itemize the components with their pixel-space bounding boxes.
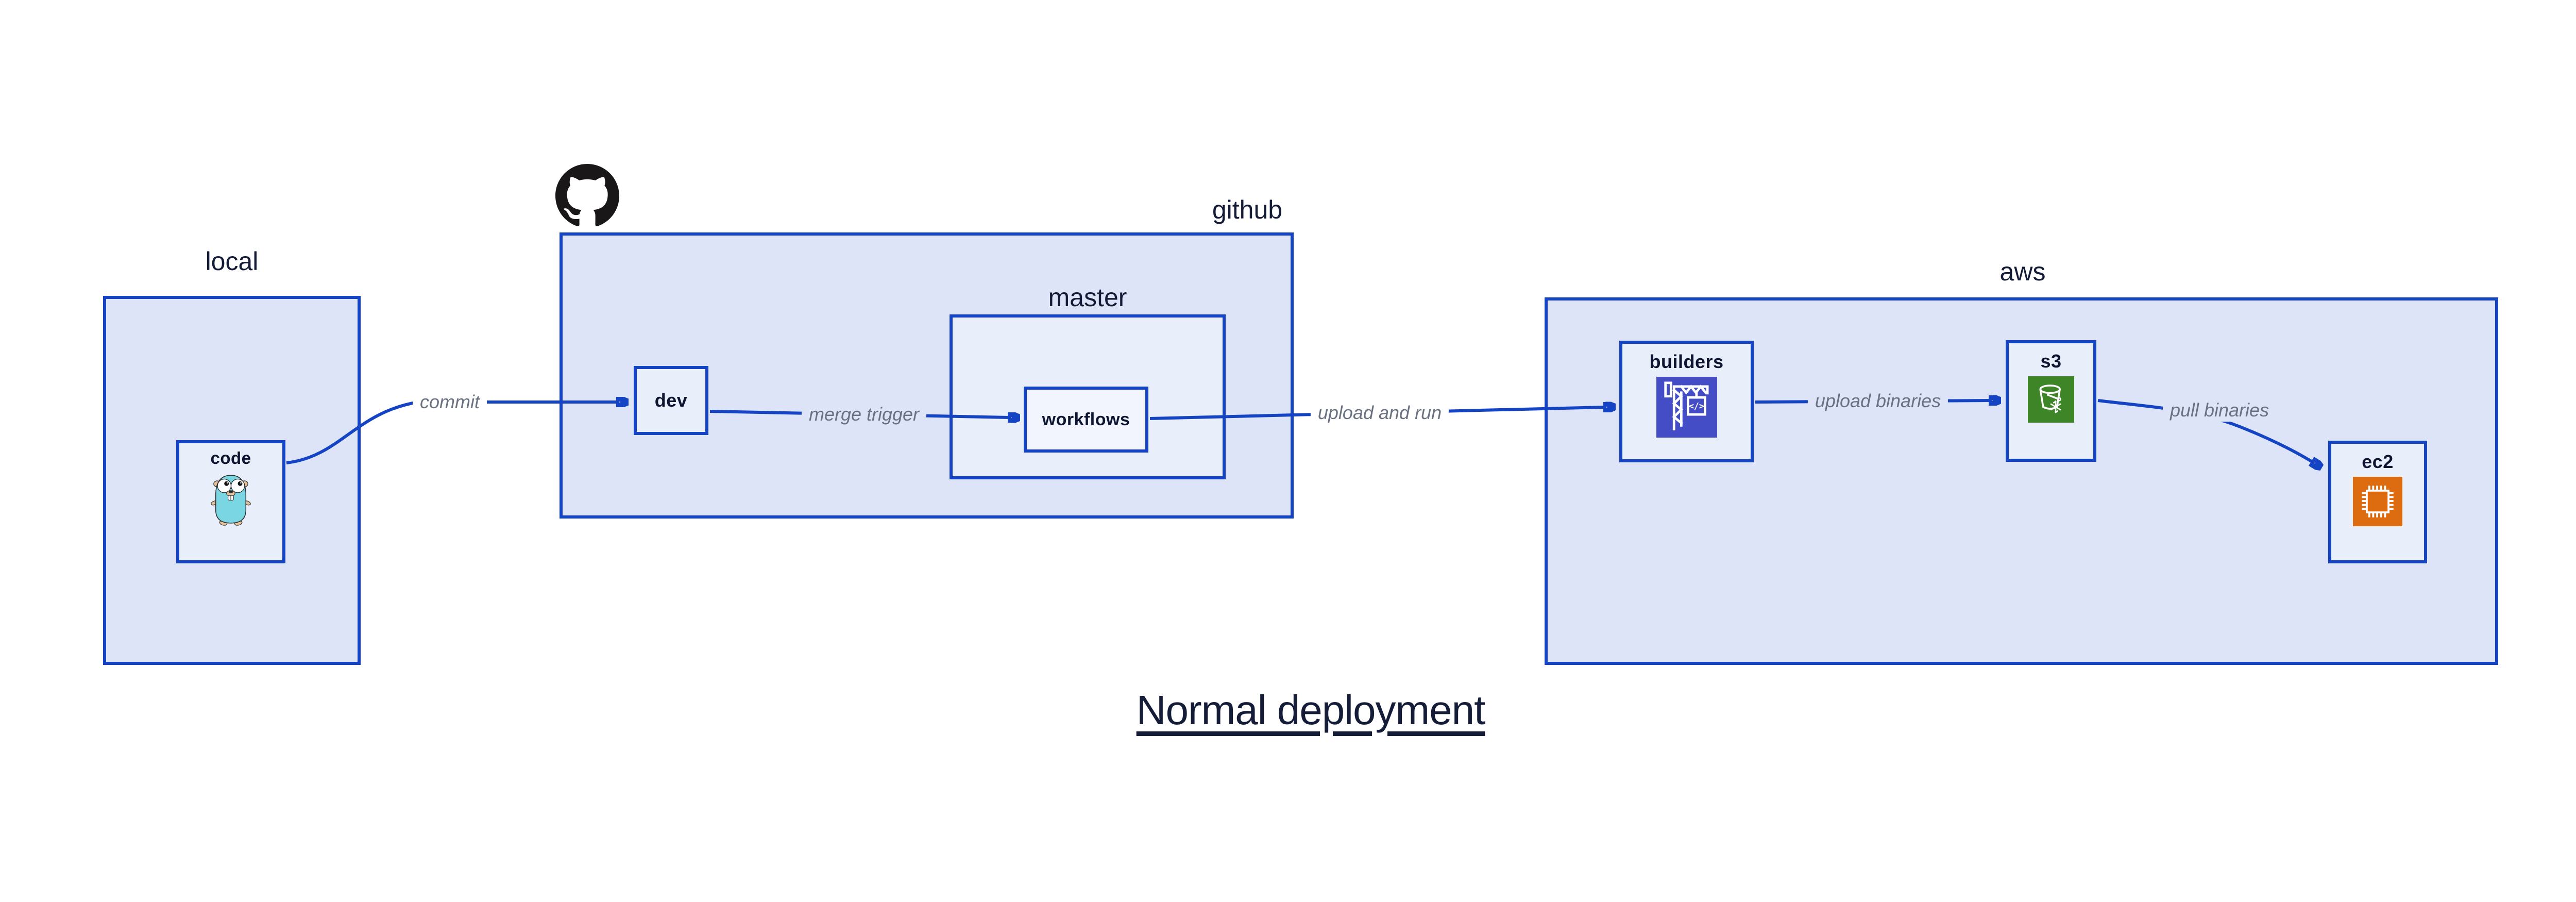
codebuild-icon: </> — [1656, 377, 1717, 440]
diagram-title: Normal deployment — [1130, 687, 1491, 734]
builders-node-label: builders — [1649, 351, 1724, 372]
edge-label-upload-binaries: upload binaries — [1807, 390, 1948, 412]
edge-label-commit: commit — [413, 391, 487, 413]
ec2-icon — [2353, 477, 2402, 529]
edge-label-merge-trigger: merge trigger — [801, 403, 927, 426]
builders-node: builders </> — [1619, 341, 1754, 462]
dev-node-label: dev — [654, 390, 688, 411]
diagram-title-text: Normal deployment — [1136, 687, 1486, 733]
svg-text:</>: </> — [1688, 402, 1704, 411]
local-group-label: local — [205, 247, 259, 276]
s3-node-label: s3 — [2040, 350, 2062, 372]
edge-label-pull-binaries: pull binaries — [2162, 399, 2277, 422]
aws-group-label: aws — [1999, 257, 2046, 286]
workflows-node: workflows — [1024, 387, 1148, 453]
master-group-label: master — [1048, 283, 1127, 312]
ec2-node-label: ec2 — [2362, 451, 2394, 472]
github-group-label: github — [1212, 195, 1283, 224]
workflows-node-label: workflows — [1042, 409, 1130, 429]
s3-node: s3 — [2006, 340, 2096, 462]
code-node: code — [176, 440, 285, 563]
s3-icon — [2028, 376, 2074, 425]
ec2-node: ec2 — [2328, 441, 2427, 563]
github-icon — [555, 164, 619, 226]
go-gopher-icon — [211, 472, 251, 528]
dev-node: dev — [634, 366, 708, 435]
edge-label-upload-and-run: upload and run — [1310, 402, 1449, 424]
code-node-label: code — [210, 448, 251, 467]
